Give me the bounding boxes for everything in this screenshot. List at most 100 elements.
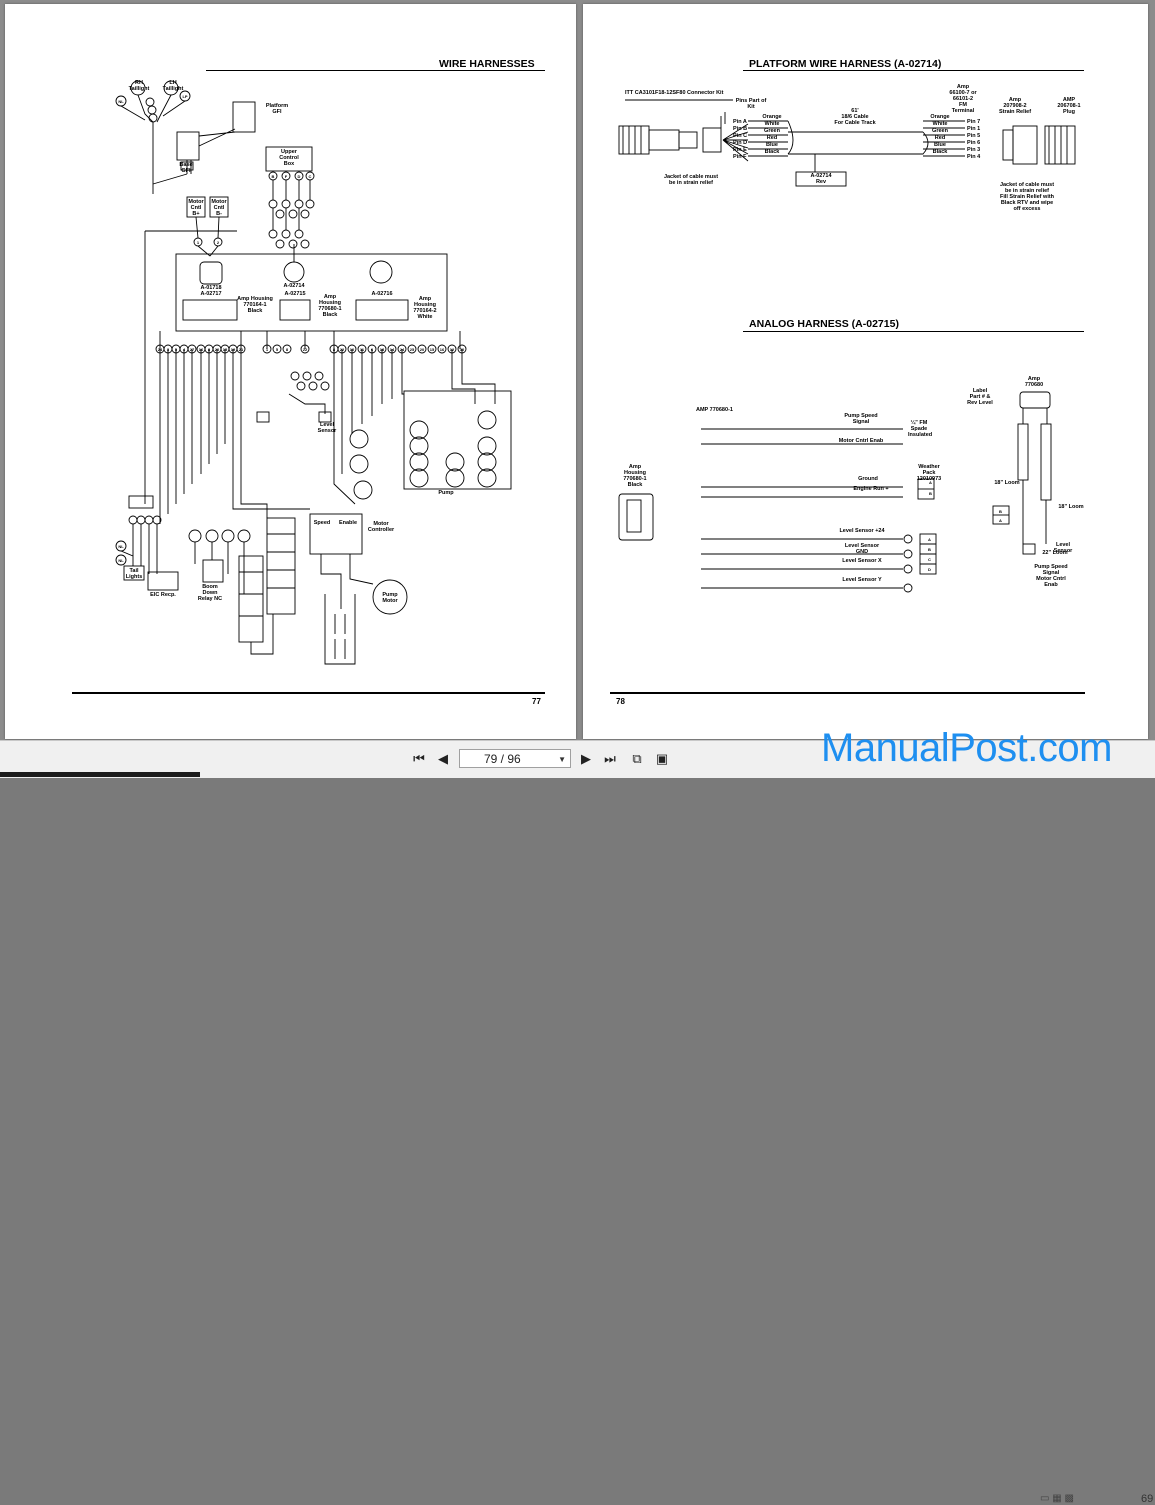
tray-icons: ▭ ▦ ▩ <box>1040 1493 1074 1504</box>
platform-gfi-label: Platform GFI <box>265 103 289 115</box>
weather-pack-label: Weather Pack 12010973 <box>916 464 942 482</box>
pin-1-label: Pin 1 <box>967 126 981 132</box>
loom-18-left-label: 18" Loom <box>994 480 1020 486</box>
pin-4-label: Pin 4 <box>967 154 981 160</box>
page-title: WIRE HARNESSES <box>439 58 535 70</box>
svg-text:A: A <box>929 480 932 485</box>
wire-black-left: Black <box>764 149 780 155</box>
amp-housing-black-2-label: Amp Housing 770680-1 Black <box>318 294 342 318</box>
rh-taillight-label: RH Taillight <box>128 80 150 92</box>
level-sensor-gnd-label: Level Sensor GND <box>844 543 880 555</box>
level-sensor-24-label: Level Sensor +24 <box>839 528 885 534</box>
ground-label: Ground <box>858 476 878 482</box>
svg-text:21: 21 <box>239 347 244 352</box>
page-77: WIRE HARNESSES <box>5 4 576 739</box>
chevron-down-icon: ▼ <box>558 755 566 764</box>
pins-part-of-kit-label: Pins Part of Kit <box>735 98 767 110</box>
svg-text:20: 20 <box>420 347 425 352</box>
svg-text:16: 16 <box>440 347 445 352</box>
wire-black-right: Black <box>932 149 948 155</box>
connector-a02716-label: A-02716 <box>371 291 393 297</box>
svg-text:11: 11 <box>360 347 365 352</box>
fm-spade-label: ¼" FM Spade Insulated <box>908 420 933 438</box>
svg-text:1: 1 <box>197 240 200 245</box>
eic-recp-label: EIC Recp. <box>150 592 176 598</box>
motor-cntl-bminus-label: Motor Cntl B- <box>211 199 227 217</box>
watermark: ManualPost.com <box>821 726 1112 770</box>
svg-text:3: 3 <box>167 347 170 352</box>
svg-text:8: 8 <box>333 347 336 352</box>
pin-b-label: Pin B <box>733 126 748 132</box>
motor-controller-label: Motor Controller <box>367 521 395 533</box>
prev-page-icon[interactable]: ◀ <box>438 751 448 766</box>
taskbar-strip <box>0 772 200 777</box>
document-viewer[interactable]: WIRE HARNESSES <box>0 0 1155 740</box>
footer-rule <box>72 692 545 694</box>
wire-white-right: White <box>932 121 948 127</box>
pin-6-label: Pin 6 <box>967 140 981 146</box>
svg-text:6: 6 <box>371 347 374 352</box>
wire-white-left: White <box>764 121 780 127</box>
part-rev-label: A-02714 Rev <box>810 173 832 185</box>
svg-text:B: B <box>929 491 932 496</box>
wire-green-right: Green <box>932 128 948 134</box>
svg-text:8: 8 <box>286 347 289 352</box>
upper-control-box-label: Upper Control Box <box>279 149 299 167</box>
svg-text:B: B <box>999 509 1002 514</box>
motor-cntl-bplus-label: Motor Cntl B+ <box>188 199 204 217</box>
pin-7-label: Pin 7 <box>967 119 981 125</box>
page-number: 77 <box>532 697 541 706</box>
wire-orange-left: Orange <box>762 114 782 120</box>
next-page-icon[interactable]: ▶ <box>581 751 591 766</box>
amp-fm-terminal-label: Amp 66100-7 or 66101-2 FM Terminal <box>949 84 977 114</box>
analog-header-rule <box>743 331 1084 332</box>
motor-cntrl-enab-label: Motor Cntrl Enab <box>838 438 884 444</box>
svg-text:NL: NL <box>118 558 124 563</box>
svg-text:24: 24 <box>400 347 405 352</box>
svg-text:C: C <box>928 557 931 562</box>
svg-text:LP: LP <box>182 94 187 99</box>
boom-down-relay-label: Boom Down Relay NC <box>197 584 223 602</box>
svg-text:8: 8 <box>208 347 211 352</box>
itt-kit-label: ITT CA3101F18-12SF80 Connector Kit <box>625 90 724 96</box>
svg-text:19: 19 <box>231 347 236 352</box>
svg-text:F: F <box>285 174 288 179</box>
svg-text:D: D <box>928 567 931 572</box>
svg-text:5: 5 <box>276 347 279 352</box>
jacket-left-label: Jacket of cable must be in strain relief <box>663 174 719 186</box>
pump-motor-label: Pump Motor <box>382 592 398 604</box>
svg-text:15: 15 <box>223 347 228 352</box>
loom-22-label: 22" Loom <box>1042 550 1068 556</box>
pin-5-label: Pin 5 <box>967 133 981 139</box>
svg-text:D: D <box>298 174 301 179</box>
svg-text:A: A <box>999 518 1002 523</box>
svg-text:25: 25 <box>410 347 415 352</box>
svg-text:C: C <box>309 174 312 179</box>
amp-housing-black-1-label: Amp Housing 770164-1 Black <box>237 296 273 314</box>
last-page-icon[interactable]: ⏭ <box>604 751 616 766</box>
header-rule <box>206 70 545 71</box>
first-page-icon[interactable]: ⏮ <box>413 751 425 766</box>
amp-plug-label: AMP 206708-1 Plug <box>1057 97 1081 115</box>
footer-rule <box>610 692 1085 694</box>
pin-d-label: Pin D <box>733 140 748 146</box>
fit-width-icon[interactable]: ▣ <box>655 751 669 766</box>
level-sensor-y-label: Level Sensor Y <box>842 577 882 583</box>
svg-text:14: 14 <box>390 347 395 352</box>
pump-speed-motor-label: Pump Speed Signal Motor Cntrl Enab <box>1034 564 1068 588</box>
svg-text:18: 18 <box>380 347 385 352</box>
pump-speed-signal-label: Pump Speed Signal <box>844 413 878 425</box>
lh-taillight-label: LH Taillight <box>162 80 184 92</box>
engine-run-label: Engine Run + <box>853 486 889 492</box>
tail-lights-label: Tail Lights <box>125 568 143 580</box>
pin-3-label: Pin 3 <box>967 147 981 153</box>
svg-text:30: 30 <box>460 347 465 352</box>
fit-page-icon[interactable]: ⧉ <box>632 751 642 766</box>
svg-text:10: 10 <box>350 347 355 352</box>
page-selector[interactable]: 79 / 96 ▼ <box>459 749 571 768</box>
cable-label: 61' 18/6 Cable For Cable Track <box>834 108 876 126</box>
amp-770680-label: Amp 770680 <box>1024 376 1044 388</box>
page-indicator: 79 / 96 <box>484 752 521 766</box>
amp-strain-relief-label: Amp 207908-2 Strain Relief <box>998 97 1032 115</box>
